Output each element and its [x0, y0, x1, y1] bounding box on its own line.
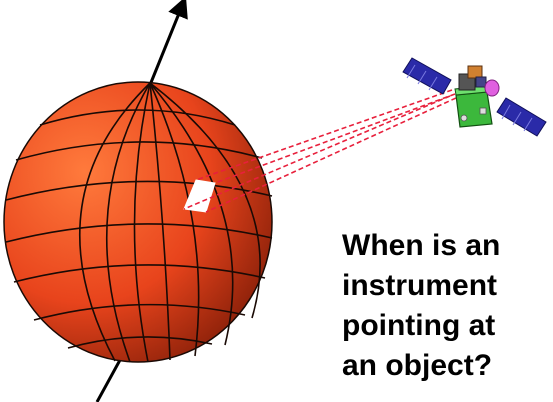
question-caption: When is an instrument pointing at an obj… — [342, 226, 552, 386]
spacecraft-icon — [402, 57, 547, 137]
planet-grid-longitude — [78, 82, 261, 363]
rotation-axis-lower — [95, 359, 122, 402]
left-solar-panel — [402, 57, 452, 95]
planet-icon — [3, 81, 273, 363]
planet-sphere — [3, 81, 273, 363]
caption-line-3: pointing at — [342, 309, 496, 342]
right-solar-panel — [496, 97, 547, 137]
spacecraft-dish — [484, 79, 500, 97]
caption-line-1: When is an — [342, 229, 501, 262]
caption-line-4: an object? — [342, 349, 493, 382]
pointing-rays — [183, 89, 457, 213]
caption-line-2: instrument — [342, 269, 498, 302]
spacecraft-body — [455, 91, 493, 128]
rotation-axis-arrow — [148, 0, 188, 86]
